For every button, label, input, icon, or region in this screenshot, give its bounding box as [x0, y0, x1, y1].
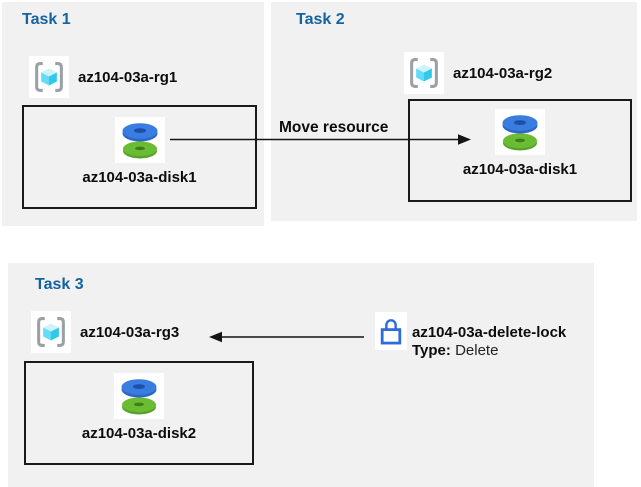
padlock-icon: [375, 312, 407, 350]
task1-resource-group: az104-03a-rg1: [29, 56, 177, 98]
task1-title: Task 1: [22, 11, 71, 28]
task1-resource-group-label: az104-03a-rg1: [78, 68, 178, 86]
delete-lock-type: Type: Delete: [412, 342, 498, 359]
task3-panel: [8, 263, 594, 487]
disk-icon: [114, 117, 165, 163]
task2-disk-label: az104-03a-disk1: [462, 161, 578, 178]
task2-title: Task 2: [296, 11, 345, 28]
delete-lock-type-value: Delete: [455, 342, 499, 359]
task3-resource-group: az104-03a-rg3: [31, 311, 179, 353]
task3-resource-group-label: az104-03a-rg3: [80, 323, 180, 341]
task2-resource-box: az104-03a-disk1: [408, 99, 632, 202]
task2-panel: [271, 2, 637, 221]
disk-icon: [114, 373, 164, 419]
task1-disk-label: az104-03a-disk1: [82, 169, 197, 186]
move-resource-label: Move resource: [279, 119, 389, 136]
disk-icon: [495, 109, 545, 155]
delete-lock-name: az104-03a-delete-lock: [412, 324, 567, 341]
task3-resource-box: az104-03a-disk2: [24, 361, 254, 465]
task1-resource-box: az104-03a-disk1: [22, 105, 257, 209]
task3-title: Task 3: [35, 276, 84, 293]
resource-group-icon: [404, 52, 444, 94]
resource-group-icon: [29, 56, 69, 98]
task2-resource-group-label: az104-03a-rg2: [453, 64, 553, 82]
delete-lock-type-label: Type:: [412, 342, 451, 359]
task3-disk-label: az104-03a-disk2: [81, 425, 197, 442]
resource-group-icon: [31, 311, 71, 353]
task2-resource-group: az104-03a-rg2: [404, 52, 552, 94]
task1-panel: [2, 2, 264, 226]
